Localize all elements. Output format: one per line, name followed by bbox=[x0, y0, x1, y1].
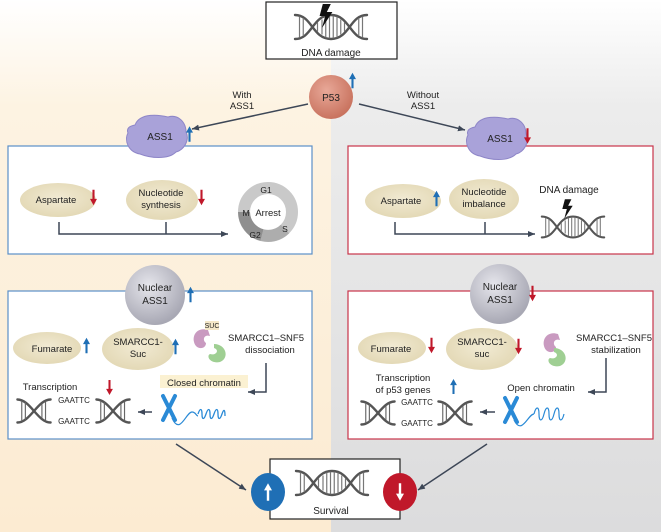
with-ass1-panel-background bbox=[0, 0, 331, 532]
snf5-subunit-icon bbox=[208, 344, 226, 363]
suc-label: Suc bbox=[130, 349, 147, 360]
survival-box: Survival bbox=[269, 458, 401, 520]
aspartate-label: Aspartate bbox=[381, 196, 422, 207]
survival-up-badge bbox=[251, 473, 285, 511]
phase-s-label: S bbox=[282, 224, 288, 234]
aspartate-label: Aspartate bbox=[36, 195, 77, 206]
survival-down-badge bbox=[383, 473, 417, 511]
with-ass1-branch-arrow bbox=[191, 103, 309, 131]
stabilization-to-chromatin-arrow bbox=[588, 358, 607, 395]
left-nuclear-ass1: Nuclear ASS1 bbox=[125, 265, 194, 325]
dna-damage-trigger-box: DNA damage bbox=[265, 1, 398, 60]
arrest-label: Arrest bbox=[255, 208, 281, 219]
smarcc1-snf5-dissociation: SUC SMARCC1–SNF5 dissociation bbox=[193, 321, 304, 363]
nucleotide-label: Nucleotide bbox=[139, 188, 184, 199]
complex-label: SMARCC1–SNF5 bbox=[576, 333, 652, 344]
ass1-label: ASS1 bbox=[147, 132, 173, 143]
smarcc1-label: SMARCC1- bbox=[113, 337, 163, 348]
synthesis-label: synthesis bbox=[141, 200, 181, 211]
fumarate-label: Fumarate bbox=[371, 344, 412, 355]
p53-genes-label: of p53 genes bbox=[376, 385, 431, 396]
open-chromosome-icon bbox=[503, 396, 565, 427]
without-label: Without bbox=[407, 90, 440, 101]
nucleotide-label: Nucleotide bbox=[462, 187, 507, 198]
up-arrow-icon bbox=[349, 72, 356, 89]
p53-node: P53 bbox=[309, 72, 356, 119]
smarcc1-suc-node: SMARCC1- suc bbox=[446, 328, 522, 370]
suc-tag bbox=[205, 321, 219, 330]
phase-g1-label: G1 bbox=[260, 185, 272, 195]
nucleotide-synthesis-node: Nucleotide synthesis bbox=[126, 180, 205, 220]
smarcc1-subunit-icon bbox=[193, 329, 210, 349]
dna-sequence-top: GAATTC bbox=[401, 398, 433, 407]
with-ass1-label: ASS1 bbox=[230, 101, 254, 112]
nucleotide-imbalance-node: Nucleotide imbalance bbox=[449, 179, 519, 219]
ass1-label: ASS1 bbox=[142, 296, 168, 307]
smarcc1-subunit-icon bbox=[543, 333, 560, 353]
left-to-survival-arrow bbox=[175, 443, 247, 491]
right-to-survival-arrow bbox=[417, 443, 488, 491]
fumarate-node: Fumarate bbox=[358, 332, 435, 364]
cell-cycle-arrest-ring: Arrest G1 S G2 M bbox=[238, 182, 298, 242]
dna-damage-label: DNA damage bbox=[539, 185, 599, 196]
snf5-subunit-icon bbox=[548, 348, 566, 367]
dissociation-label: dissociation bbox=[245, 345, 295, 356]
transcription-label: Transcription bbox=[23, 382, 78, 393]
without-ass1-branch-arrow bbox=[358, 103, 466, 132]
closed-chromatin-label: Closed chromatin bbox=[167, 378, 241, 389]
phase-g2-label: G2 bbox=[249, 230, 261, 240]
metabolism-connector-arrow bbox=[394, 222, 535, 237]
transcription-label: Transcription bbox=[376, 373, 431, 384]
closed-chromatin-highlight bbox=[160, 375, 248, 388]
smarcc1-suc-node: SMARCC1- Suc bbox=[102, 328, 179, 370]
dna-damage-label: DNA damage bbox=[301, 48, 361, 59]
p53-label: P53 bbox=[322, 93, 340, 104]
aspartate-node: Aspartate bbox=[20, 183, 97, 217]
with-label: With bbox=[233, 90, 252, 101]
dna-sequence-top: GAATTC bbox=[58, 396, 90, 405]
nuclear-label: Nuclear bbox=[138, 283, 173, 294]
stabilization-label: stabilization bbox=[591, 345, 641, 356]
condensed-chromosome-icon bbox=[161, 394, 226, 426]
without-ass1-label: ASS1 bbox=[411, 101, 435, 112]
metabolism-connector-arrow bbox=[58, 222, 228, 237]
fumarate-label: Fumarate bbox=[32, 344, 73, 355]
open-chromatin-label: Open chromatin bbox=[507, 383, 575, 394]
right-nuclear-ass1: Nuclear ASS1 bbox=[470, 264, 536, 324]
phase-m-label: M bbox=[242, 208, 249, 218]
suc-label: suc bbox=[475, 349, 490, 360]
complex-label: SMARCC1–SNF5 bbox=[228, 333, 304, 344]
ass1-label: ASS1 bbox=[487, 295, 513, 306]
dna-sequence-bottom: GAATTC bbox=[58, 417, 90, 426]
suc-tag-label: SUC bbox=[205, 323, 220, 330]
ass1-label: ASS1 bbox=[487, 134, 513, 145]
dissociation-to-chromatin-arrow bbox=[248, 363, 267, 395]
smarcc1-label: SMARCC1- bbox=[457, 337, 507, 348]
nuclear-label: Nuclear bbox=[483, 282, 518, 293]
left-ass1-protein: ASS1 bbox=[126, 114, 193, 158]
survival-label: Survival bbox=[313, 506, 349, 517]
smarcc1-snf5-stabilization: SMARCC1–SNF5 stabilization bbox=[543, 333, 652, 367]
aspartate-node: Aspartate bbox=[365, 184, 441, 218]
dna-sequence-bottom: GAATTC bbox=[401, 419, 433, 428]
fumarate-node: Fumarate bbox=[13, 332, 90, 364]
right-ass1-protein: ASS1 bbox=[466, 116, 531, 160]
imbalance-label: imbalance bbox=[462, 199, 505, 210]
